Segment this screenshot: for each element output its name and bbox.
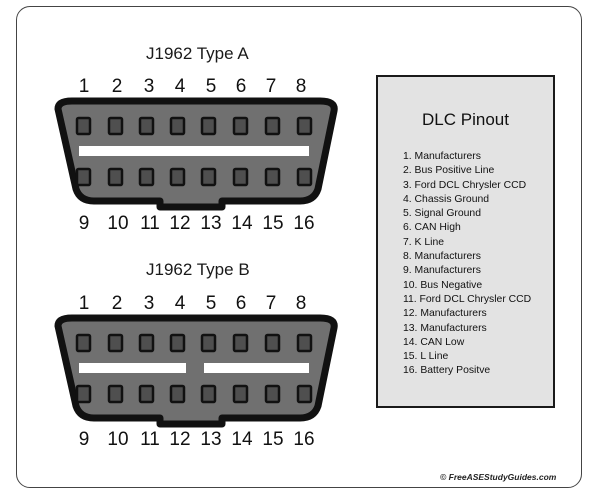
pin-socket — [200, 116, 217, 136]
pin-socket — [232, 384, 249, 404]
pin-number: 2 — [111, 293, 123, 314]
connector-a-top-pin-numbers: 1 2 3 4 5 6 7 8 — [0, 76, 600, 104]
connector-a-title: J1962 Type A — [146, 44, 249, 63]
legend-item: 6. CAN High — [403, 222, 461, 234]
pin-number: 9 — [78, 429, 90, 450]
pin-number: 12 — [169, 213, 191, 234]
pin-number: 8 — [295, 293, 307, 314]
legend-item: 3. Ford DCL Chrysler CCD — [403, 179, 527, 191]
pin-number: 13 — [200, 213, 222, 234]
pin-number: 6 — [235, 76, 247, 97]
pin-socket — [107, 384, 124, 404]
pin-socket — [169, 384, 186, 404]
pin-socket — [264, 384, 281, 404]
legend-item: 4. Chassis Ground — [403, 193, 490, 205]
pin-number: 15 — [262, 429, 284, 450]
pin-number: 14 — [231, 213, 253, 234]
pin-socket — [296, 116, 313, 136]
legend-item: 2. Bus Positive Line — [403, 165, 495, 177]
pin-socket — [200, 384, 217, 404]
pin-number: 3 — [143, 293, 155, 314]
site-credit: © FreeASEStudyGuides.com — [440, 472, 557, 482]
pin-socket — [107, 333, 124, 353]
legend-item: 9. Manufacturers — [403, 265, 481, 277]
pin-number: 10 — [107, 429, 129, 450]
pin-number: 1 — [78, 293, 90, 314]
pin-socket — [75, 167, 92, 187]
legend-list: 1. Manufacturers 2. Bus Positive Line 3.… — [403, 150, 531, 379]
pin-number: 2 — [111, 76, 123, 97]
pin-socket — [296, 384, 313, 404]
key-slot — [79, 146, 309, 156]
legend-item: 14. CAN Low — [403, 336, 465, 348]
legend-item: 7. K Line — [403, 236, 445, 248]
pin-socket — [264, 167, 281, 187]
legend-item: 15. L Line — [403, 351, 449, 363]
pin-socket — [200, 333, 217, 353]
pin-number: 7 — [265, 76, 277, 97]
pin-number: 4 — [174, 293, 186, 314]
pin-socket — [169, 333, 186, 353]
pin-number: 15 — [262, 213, 284, 234]
connector-b-title: J1962 Type B — [146, 260, 250, 279]
pin-socket — [75, 116, 92, 136]
pin-socket — [296, 167, 313, 187]
connector-b-top-pin-numbers: 1 2 3 4 5 6 7 8 — [0, 293, 600, 321]
pin-number: 5 — [205, 76, 217, 97]
pin-number: 7 — [265, 293, 277, 314]
pin-number: 8 — [295, 76, 307, 97]
pin-number: 13 — [200, 429, 222, 450]
pin-number: 11 — [140, 429, 160, 450]
pin-socket — [75, 333, 92, 353]
pin-number: 10 — [107, 213, 129, 234]
pinout-legend: DLC Pinout 1. Manufacturers 2. Bus Posit… — [376, 75, 555, 408]
key-slot-right — [204, 363, 309, 373]
pin-socket — [138, 167, 155, 187]
pin-socket — [169, 167, 186, 187]
pin-number: 4 — [174, 76, 186, 97]
pin-number: 6 — [235, 293, 247, 314]
pin-socket — [138, 384, 155, 404]
pin-number: 9 — [78, 213, 90, 234]
pin-socket — [264, 116, 281, 136]
pin-socket — [107, 116, 124, 136]
legend-item: 8. Manufacturers — [403, 251, 481, 263]
pin-number: 16 — [293, 213, 315, 234]
pin-socket — [232, 333, 249, 353]
pin-socket — [232, 167, 249, 187]
legend-item: 12. Manufacturers — [403, 308, 487, 320]
pin-number: 14 — [231, 429, 253, 450]
pin-number: 11 — [140, 213, 160, 234]
legend-item: 13. Manufacturers — [403, 322, 487, 334]
pin-socket — [169, 116, 186, 136]
legend-item: 10. Bus Negative — [403, 279, 483, 291]
legend-item: 16. Battery Positve — [403, 365, 491, 377]
pin-socket — [264, 333, 281, 353]
pin-socket — [107, 167, 124, 187]
connector-a-bottom-pin-numbers: 9 10 11 12 13 14 15 16 — [0, 213, 600, 241]
legend-item: 5. Signal Ground — [403, 208, 481, 220]
pin-socket — [200, 167, 217, 187]
pin-number: 16 — [293, 429, 315, 450]
pin-number: 3 — [143, 76, 155, 97]
connector-b-bottom-pin-numbers: 9 10 11 12 13 14 15 16 — [0, 429, 600, 457]
key-slot-left — [79, 363, 186, 373]
legend-item: 11. Ford DCL Chrysler CCD — [403, 293, 532, 305]
pin-number: 5 — [205, 293, 217, 314]
pin-socket — [138, 116, 155, 136]
pin-socket — [75, 384, 92, 404]
pin-socket — [232, 116, 249, 136]
legend-item: 1. Manufacturers — [403, 151, 481, 162]
pin-number: 1 — [78, 76, 90, 97]
pin-socket — [296, 333, 313, 353]
pin-socket — [138, 333, 155, 353]
legend-title: DLC Pinout — [422, 110, 509, 129]
pin-number: 12 — [169, 429, 191, 450]
